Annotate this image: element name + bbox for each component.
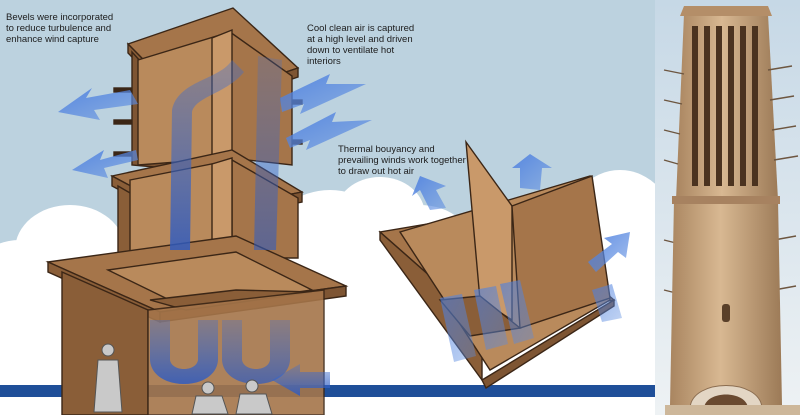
person-figure	[93, 343, 273, 415]
annotation-bevels: Bevels were incorporated to reduce turbu…	[6, 12, 114, 45]
wind-flow-arrow	[412, 154, 630, 362]
windcatcher-photo	[655, 0, 800, 415]
wind-flow-arrow	[150, 56, 330, 396]
wind-flow-arrow	[58, 74, 372, 178]
annotation-cool-air: Cool clean air is captured at a high lev…	[307, 23, 415, 67]
annotation-thermal: Thermal bouyancy and prevailing winds wo…	[338, 144, 466, 177]
